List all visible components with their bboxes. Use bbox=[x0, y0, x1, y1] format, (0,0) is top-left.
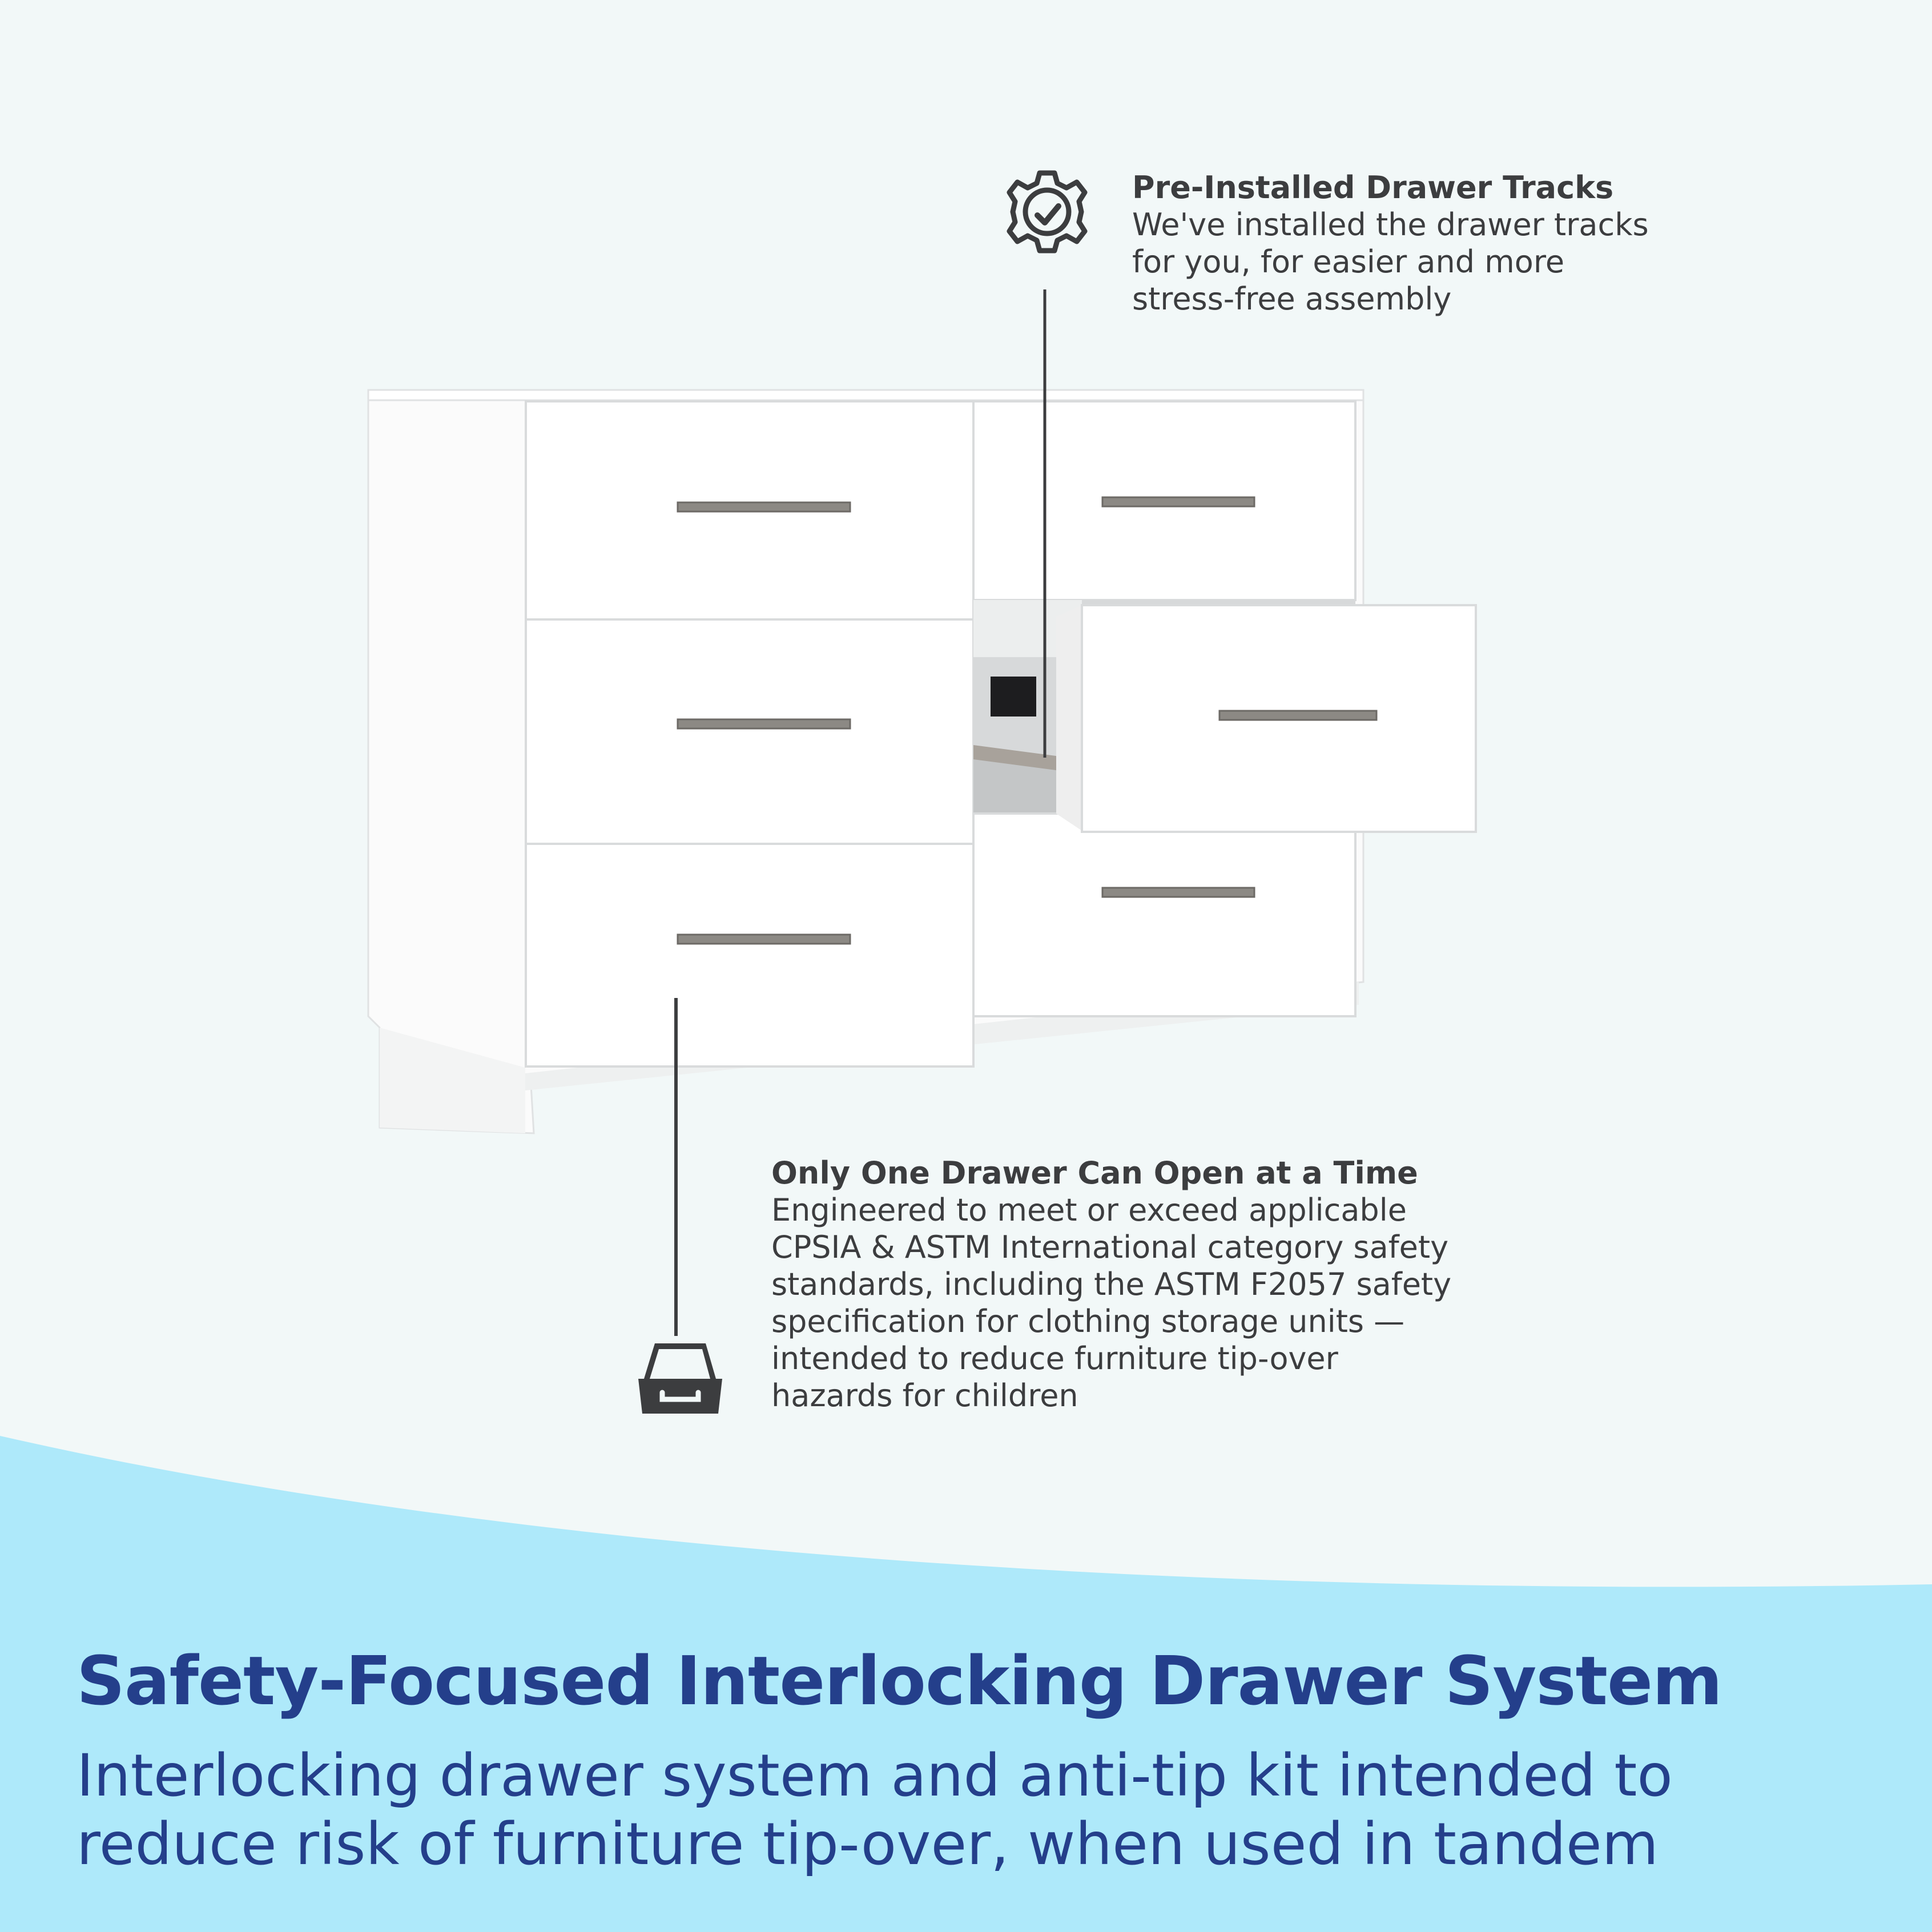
feature-text: We've installed the drawer tracks bbox=[1132, 207, 1649, 243]
banner-subtext-line: Interlocking drawer system and anti-tip … bbox=[77, 1742, 1673, 1810]
banner-wave bbox=[0, 1436, 1932, 1932]
drawer-bottom-right bbox=[972, 812, 1357, 1017]
feature-title: Pre-Installed Drawer Tracks bbox=[1132, 170, 1614, 206]
drawer-bottom-left bbox=[525, 843, 975, 1068]
dresser-image bbox=[367, 389, 1477, 1134]
banner-heading: Safety-Focused Interlocking Drawer Syste… bbox=[77, 1641, 1722, 1720]
feature-one-drawer: Only One Drawer Can Open at a Time Engin… bbox=[771, 1154, 1451, 1414]
open-drawer-icon bbox=[638, 1343, 722, 1414]
gear-check-icon bbox=[1007, 170, 1088, 253]
feature-text: specification for clothing storage units… bbox=[771, 1303, 1405, 1339]
feature-text: stress-free assembly bbox=[1132, 281, 1452, 317]
feature-text: hazards for children bbox=[771, 1378, 1078, 1414]
feature-text: for you, for easier and more bbox=[1132, 244, 1565, 280]
feature-title: Only One Drawer Can Open at a Time bbox=[771, 1155, 1418, 1191]
feature-text: standards, including the ASTM F2057 safe… bbox=[771, 1266, 1452, 1302]
feature-drawer-tracks: Pre-Installed Drawer Tracks We've instal… bbox=[1132, 169, 1649, 317]
feature-text: intended to reduce furniture tip-over bbox=[771, 1341, 1338, 1376]
banner-subtext-line: reduce risk of furniture tip-over, when … bbox=[77, 1810, 1659, 1878]
drawer-middle-left bbox=[525, 618, 975, 845]
drawer-handles bbox=[677, 496, 1378, 945]
feature-text: Engineered to meet or exceed applicable bbox=[771, 1192, 1407, 1228]
interlock-bracket bbox=[991, 677, 1036, 717]
drawer-track bbox=[973, 745, 1082, 774]
feature-text: CPSIA & ASTM International category safe… bbox=[771, 1229, 1449, 1265]
